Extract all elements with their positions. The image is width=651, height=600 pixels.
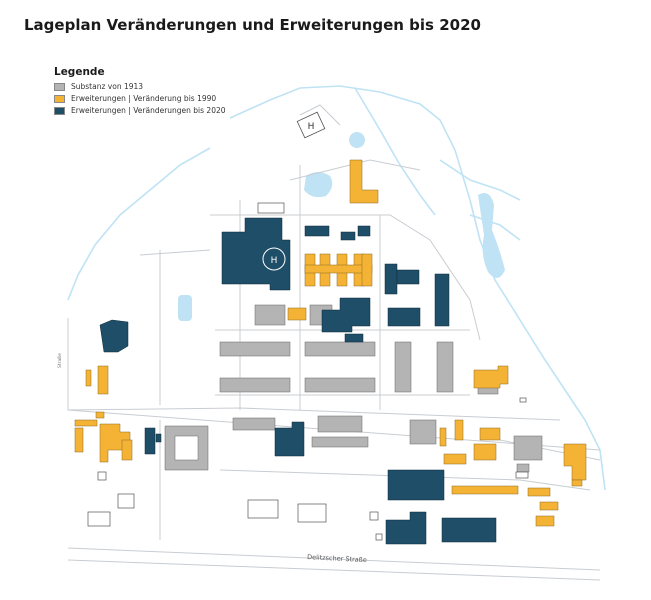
buildings-2020 [99, 217, 497, 545]
buildings-1990 [74, 159, 587, 527]
legend-item-1990: Erweiterungen | Veränderung bis 1990 [54, 93, 226, 104]
street-label: Delitzscher Straße [307, 553, 367, 564]
legend-swatch-gray [54, 82, 65, 91]
street-label-left: Straße [57, 353, 63, 368]
buildings-outline [87, 202, 529, 541]
legend-heading: Legende [54, 66, 105, 78]
legend-label-1913: Substanz von 1913 [71, 82, 144, 91]
legend-item-1913: Substanz von 1913 [54, 81, 226, 92]
legend-swatch-blue [54, 106, 65, 115]
helipad-top: H [296, 111, 326, 139]
helipad-roof: H [262, 247, 286, 271]
water-features [67, 85, 606, 491]
legend: Legende Substanz von 1913 Erweiterungen … [54, 66, 226, 117]
legend-label-2020: Erweiterungen | Veränderungen bis 2020 [71, 106, 226, 115]
ponds [178, 132, 505, 321]
helipad-roof-label: H [271, 256, 278, 266]
legend-label-1990: Erweiterungen | Veränderung bis 1990 [71, 94, 217, 103]
page-title: Lageplan Veränderungen und Erweiterungen… [24, 16, 481, 34]
road-network [67, 104, 601, 581]
helipad-label: H [308, 122, 315, 132]
legend-item-2020: Erweiterungen | Veränderungen bis 2020 [54, 105, 226, 116]
legend-swatch-yellow [54, 94, 65, 103]
